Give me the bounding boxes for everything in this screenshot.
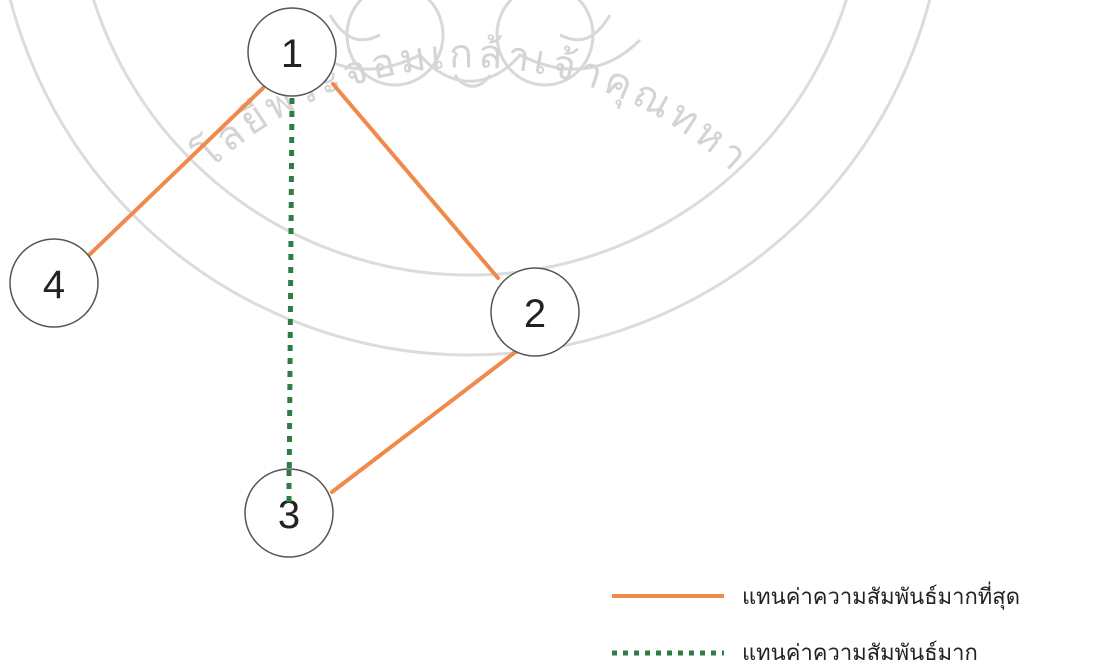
node-2: 2 (491, 268, 579, 356)
node-1-label: 1 (281, 32, 303, 76)
node-3: 3 (245, 469, 333, 557)
edges (86, 84, 518, 505)
seal-text: นโลยีพระจอมเกล้าเจ้าคุณทหาร (0, 0, 759, 182)
legend: แทนค่าความสัมพันธ์มากที่สุด แทนค่าความสั… (612, 581, 1020, 664)
legend-dotted-label: แทนค่าความสัมพันธ์มาก (742, 641, 978, 664)
node-4: 4 (10, 239, 98, 327)
legend-solid-label: แทนค่าความสัมพันธ์มากที่สุด (742, 581, 1020, 610)
edge-1-2 (333, 84, 498, 278)
edge-1-4 (86, 88, 263, 258)
node-1: 1 (248, 8, 336, 96)
node-4-label: 4 (43, 263, 65, 307)
watermark-seal: นโลยีพระจอมเกล้าเจ้าคุณทหาร (0, 0, 945, 355)
edge-2-3 (332, 350, 518, 492)
edge-1-3-dotted (289, 98, 292, 505)
node-2-label: 2 (524, 292, 546, 336)
